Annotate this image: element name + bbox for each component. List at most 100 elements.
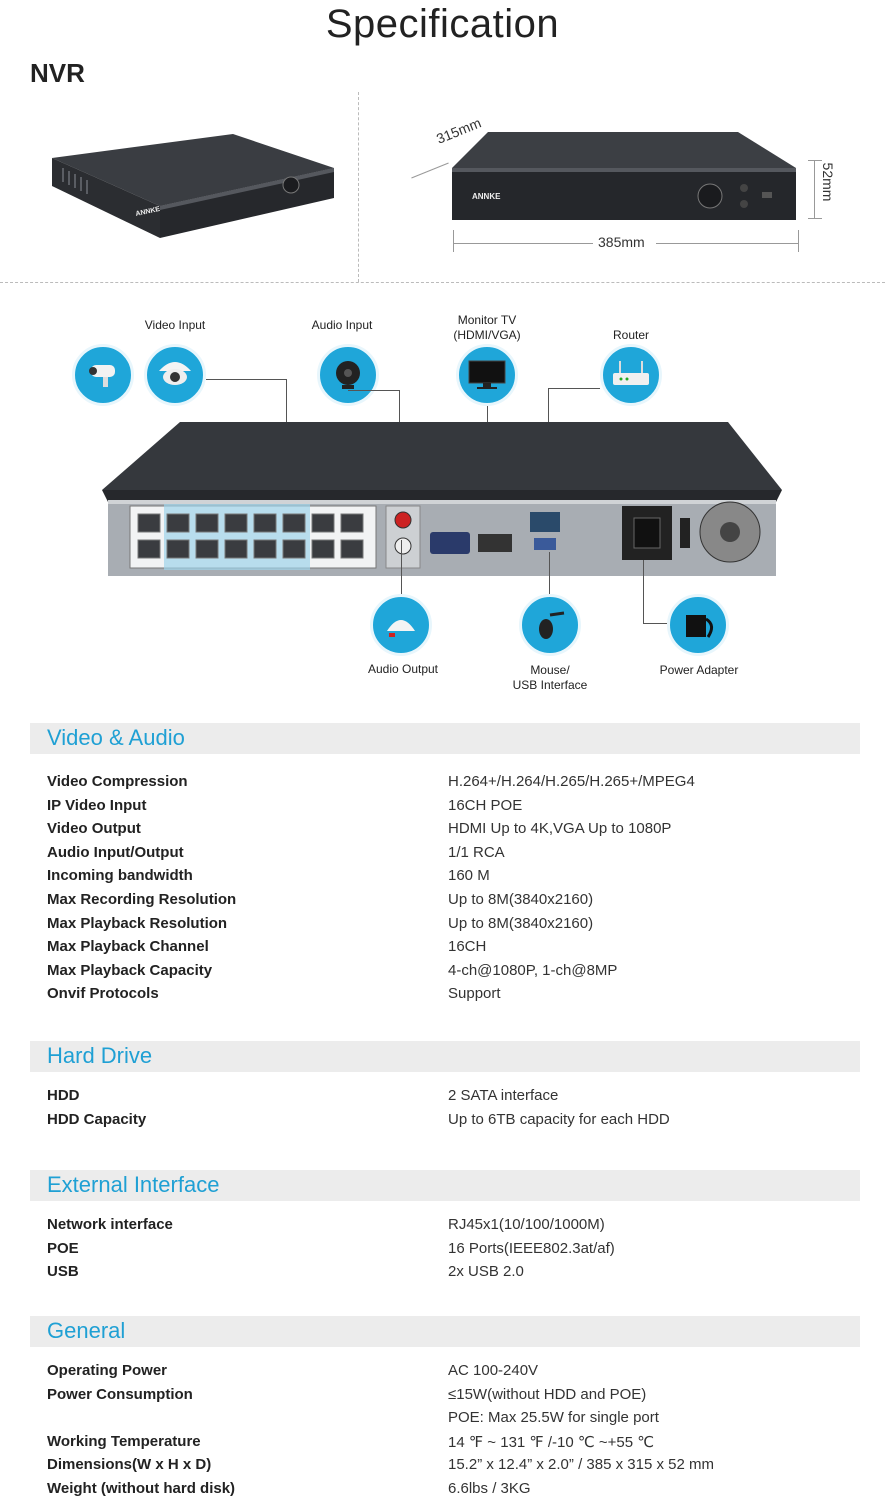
spec-row: Operating Power AC 100-240V — [47, 1362, 847, 1384]
spec-value: 16CH POE — [448, 796, 523, 814]
spec-value: 16 Ports(IEEE802.3at/af) — [448, 1239, 615, 1257]
poe-port — [224, 513, 248, 533]
nvr-heading: NVR — [30, 58, 85, 88]
dim-height: 52mm — [820, 162, 836, 202]
section-title: External Interface — [47, 1172, 220, 1197]
divider — [0, 282, 885, 283]
mouse-icon — [519, 594, 581, 656]
spec-value: Up to 6TB capacity for each HDD — [448, 1110, 670, 1128]
camera-dome-icon — [144, 344, 206, 406]
dim-width: 385mm — [598, 234, 645, 250]
router-icon — [600, 344, 662, 406]
label-mouse: Mouse/ — [530, 663, 570, 677]
nvr-back-panel — [102, 422, 782, 576]
spec-value: 2x USB 2.0 — [448, 1263, 524, 1281]
spec-value: 15.2” x 12.4” x 2.0” / 385 x 315 x 52 mm — [448, 1456, 714, 1474]
poe-port — [253, 539, 277, 559]
divider — [358, 92, 359, 282]
spec-key: HDD Capacity — [47, 1110, 147, 1128]
label-monitor-tv-sub: (HDMI/VGA) — [453, 328, 521, 342]
spec-row: POE: Max 25.5W for single port — [47, 1409, 847, 1431]
spec-value: AC 100-240V — [448, 1362, 539, 1379]
spec-key: Max Playback Resolution — [47, 914, 228, 932]
spec-row: Weight (without hard disk) 6.6lbs / 3KG — [47, 1480, 847, 1500]
spec-key: Max Playback Channel — [47, 938, 209, 956]
spec-key: Power Consumption — [47, 1385, 193, 1403]
label-audio-input: Audio Input — [311, 318, 373, 332]
camera-bullet-icon — [72, 344, 134, 406]
microphone-icon — [317, 344, 379, 406]
spec-value: 4-ch@1080P, 1-ch@8MP — [448, 961, 618, 979]
section-title: Hard Drive — [47, 1043, 153, 1068]
spec-value: 160 M — [448, 867, 490, 885]
poe-port — [137, 513, 161, 533]
spec-key: HDD — [47, 1087, 80, 1104]
label-router: Router — [612, 328, 650, 342]
spec-key: IP Video Input — [47, 796, 147, 814]
power-adapter-icon — [667, 594, 729, 656]
spec-row: HDD Capacity Up to 6TB capacity for each … — [47, 1111, 847, 1133]
spec-row: Max Playback Channel 16CH — [47, 938, 847, 960]
spec-value: 1/1 RCA — [448, 843, 505, 861]
spec-key: Incoming bandwidth — [47, 867, 193, 885]
section-title: Video & Audio — [47, 725, 185, 750]
spec-key: Network interface — [47, 1216, 173, 1233]
spec-value: ≤15W(without HDD and POE) — [448, 1385, 647, 1403]
poe-port — [166, 539, 190, 559]
spec-row: Power Consumption ≤15W(without HDD and PO… — [47, 1386, 847, 1408]
spec-key: Dimensions(W x H x D) — [47, 1456, 212, 1474]
label-monitor-tv: Monitor TV — [457, 313, 517, 327]
poe-port — [137, 539, 161, 559]
spec-key: Audio Input/Output — [47, 843, 184, 861]
spec-value: H.264+/H.264/H.265/H.265+/MPEG4 — [448, 773, 695, 790]
spec-key: Video Compression — [47, 773, 188, 790]
spec-row: Audio Input/Output 1/1 RCA — [47, 844, 847, 866]
section-title: General — [47, 1318, 126, 1343]
spec-key: Onvif Protocols — [47, 985, 159, 1003]
label-mouse-sub: USB Interface — [512, 678, 588, 692]
spec-key: POE — [47, 1239, 79, 1257]
poe-port — [282, 539, 306, 559]
poe-port — [340, 539, 364, 559]
spec-key: Working Temperature — [47, 1432, 201, 1450]
spec-row: Max Playback Capacity 4-ch@1080P, 1-ch@8M… — [47, 962, 847, 984]
spec-key: USB — [47, 1263, 79, 1281]
spec-value: HDMI Up to 4K,VGA Up to 1080P — [448, 820, 672, 838]
label-power-adapter: Power Adapter — [659, 663, 739, 677]
spec-row: Dimensions(W x H x D) 15.2” x 12.4” x 2.0… — [47, 1456, 847, 1478]
poe-port — [311, 513, 335, 533]
label-video-input: Video Input — [144, 318, 206, 332]
spec-key: Operating Power — [47, 1362, 168, 1379]
spec-value: 2 SATA interface — [448, 1087, 559, 1104]
page-title: Specification — [325, 2, 560, 46]
spec-value: Support — [448, 985, 501, 1003]
spec-value: POE: Max 25.5W for single port — [448, 1409, 659, 1427]
spec-value: Up to 8M(3840x2160) — [448, 914, 594, 932]
spec-value: RJ45x1(10/100/1000M) — [448, 1216, 605, 1233]
spec-key: Weight (without hard disk) — [47, 1480, 236, 1497]
spec-row: Onvif Protocols Support — [47, 985, 847, 1007]
poe-port — [195, 513, 219, 533]
spec-value: 16CH — [448, 938, 487, 956]
spec-key: Max Playback Capacity — [47, 961, 213, 979]
poe-port — [253, 513, 277, 533]
spec-row: Incoming bandwidth 160 M — [47, 867, 847, 889]
poe-port — [311, 539, 335, 559]
poe-port — [224, 539, 248, 559]
nvr-angled-image: ANNKE — [52, 134, 334, 238]
brand-logo-front: ANNKE — [472, 192, 501, 201]
spec-row: USB 2x USB 2.0 — [47, 1263, 847, 1285]
spec-row: IP Video Input 16CH POE — [47, 797, 847, 819]
spec-row: Max Playback Resolution Up to 8M(3840x216… — [47, 915, 847, 937]
spec-row: Video Output HDMI Up to 4K,VGA Up to 1080… — [47, 820, 847, 842]
spec-key: Video Output — [47, 820, 141, 838]
spec-key: Max Recording Resolution — [47, 891, 237, 908]
spec-value: 6.6lbs / 3KG — [448, 1480, 531, 1497]
poe-port — [282, 513, 306, 533]
spec-row: POE 16 Ports(IEEE802.3at/af) — [47, 1240, 847, 1262]
label-audio-output: Audio Output — [367, 662, 439, 676]
spec-value: Up to 8M(3840x2160) — [448, 891, 594, 908]
monitor-icon — [456, 344, 518, 406]
